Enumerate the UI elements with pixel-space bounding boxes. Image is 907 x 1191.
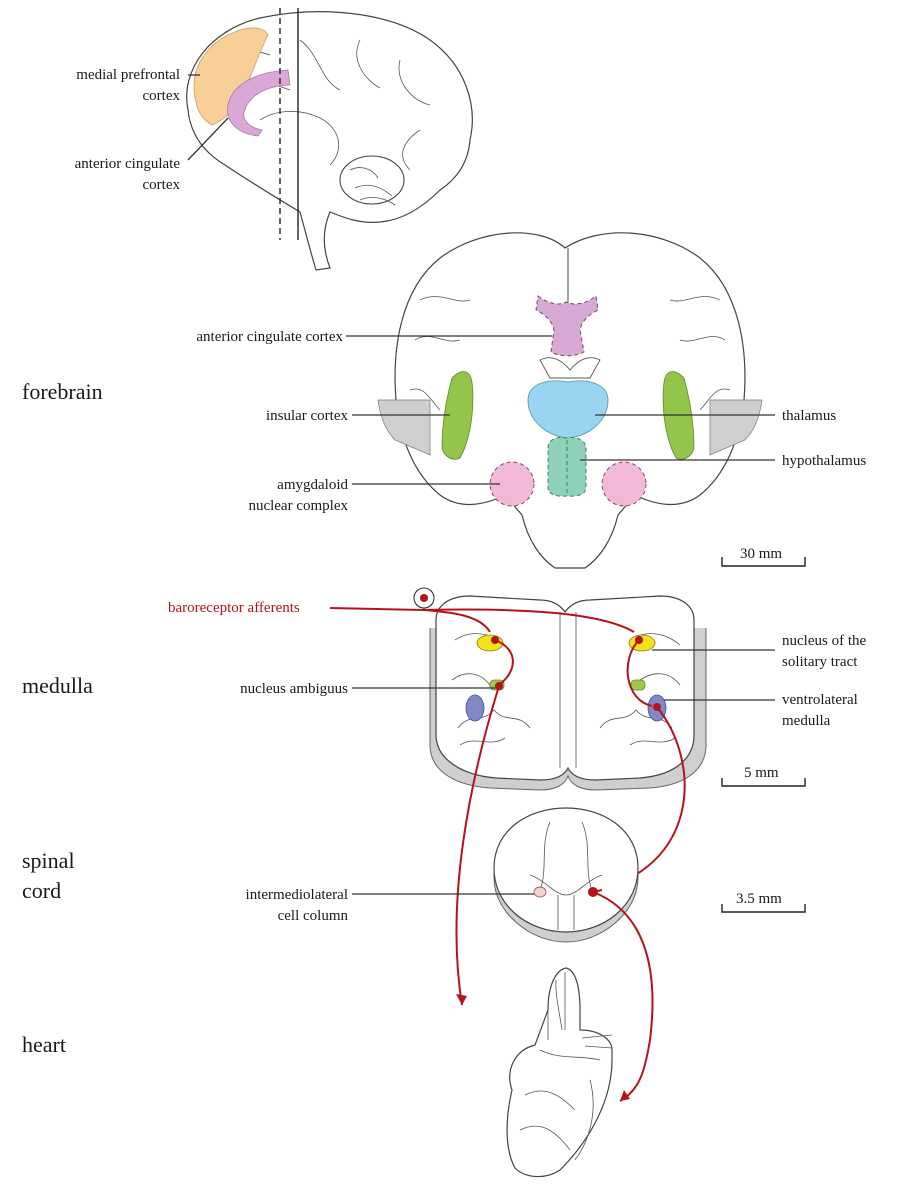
spinal-cord-section [494,808,638,942]
scale-bar-forebrain: 30 mm [740,546,782,562]
coronal-forebrain [378,233,762,568]
thalamus-label: thalamus [782,408,836,424]
ambiguus-region-right [631,680,645,690]
nucleus-ambiguus-label: nucleus ambiguus [240,681,348,697]
scale-bar-medulla: 5 mm [744,765,779,781]
iml-region-left [534,887,546,897]
vlm-label-line2: medulla [782,713,831,729]
medulla-section-label: medulla [22,673,93,698]
scale-bar-spinal: 3.5 mm [736,891,782,907]
vlm-region-left [466,695,484,721]
nts-label-line2: solitary tract [782,654,858,670]
heart-illustration [507,968,612,1177]
nts-label: nucleus of the [782,633,866,649]
anterior-cingulate-label-top: anterior cingulate [75,156,181,172]
sagittal-brain [187,8,473,270]
hypothalamus-region [548,437,586,496]
vlm-label: ventrolateral [782,692,858,708]
cord-section-label: cord [22,878,61,903]
amygdaloid-label: amygdaloid [277,477,348,493]
insular-cortex-label: insular cortex [266,408,349,424]
intermediolateral-label-line2: cell column [278,908,349,924]
amygdaloid-label-line2: nuclear complex [248,498,348,514]
medial-prefrontal-label: medial prefrontal [76,67,180,83]
spinal-section-label: spinal [22,848,75,873]
forebrain-section-label: forebrain [22,379,103,404]
medial-prefrontal-label-line2: cortex [143,88,181,104]
intermediolateral-label: intermediolateral [246,887,348,903]
hypothalamus-label: hypothalamus [782,453,866,469]
baroreceptor-afferents-label: baroreceptor afferents [168,600,300,616]
nts-region-left [477,635,503,651]
heart-section-label: heart [22,1032,66,1057]
anterior-cingulate-label-top-line2: cortex [143,177,181,193]
medulla-section [430,596,706,790]
amygdala-region-right [602,462,646,506]
anterior-cingulate-label-coronal: anterior cingulate cortex [196,329,343,345]
